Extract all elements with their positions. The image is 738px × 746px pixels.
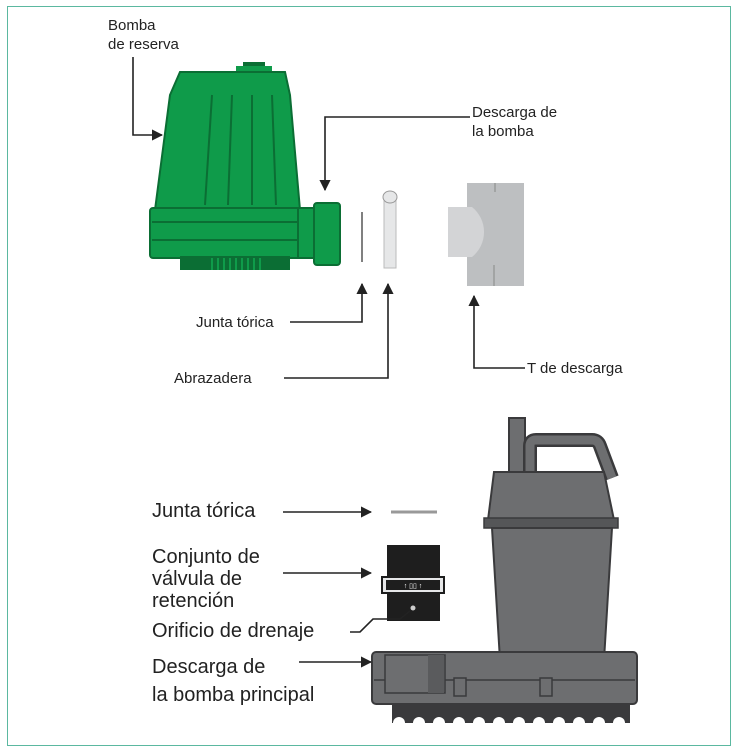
check-valve-label-line2: válvula de	[152, 568, 243, 590]
main-pump	[371, 417, 638, 729]
clamp-upper	[382, 190, 398, 269]
backup-pump-label-line1: Bomba	[108, 17, 156, 34]
pump-discharge-leader	[319, 116, 470, 192]
o-ring-upper-leader	[290, 282, 368, 323]
backup-pump-leader	[132, 57, 164, 141]
discharge-tee-label: T de descarga	[527, 360, 623, 377]
clamp-leader	[284, 282, 394, 379]
o-ring-lower-label: Junta tórica	[152, 500, 256, 522]
discharge-tee-leader	[468, 294, 525, 369]
backup-pump-label: Bomba de reserva	[108, 16, 179, 54]
clamp-label: Abrazadera	[174, 370, 252, 387]
o-ring-upper-label: Junta tórica	[196, 314, 274, 331]
check-valve-label-line1: Conjunto de	[152, 546, 260, 568]
pump-discharge-label-line2: la bomba	[472, 123, 534, 140]
svg-text:↑ ▯▯ ↑: ↑ ▯▯ ↑	[404, 583, 423, 590]
drain-hole-label: Orificio de drenaje	[152, 620, 315, 642]
main-discharge-label-line2: la bomba principal	[152, 684, 315, 706]
main-discharge-label-line1: Descarga de	[152, 656, 266, 678]
backup-pump	[149, 62, 341, 270]
drain-hole-leader	[350, 610, 411, 633]
pump-discharge-label-line1: Descarga de	[472, 104, 558, 121]
pump-discharge-label: Descarga de la bomba	[472, 103, 557, 141]
check-valve-assembly: ↑ ▯▯ ↑	[381, 545, 445, 621]
backup-pump-label-line2: de reserva	[108, 36, 179, 53]
main-discharge-label: Descarga de la bomba principal	[152, 656, 314, 706]
discharge-tee	[448, 183, 524, 286]
check-valve-label: Conjunto de válvula de retención	[152, 546, 260, 612]
check-valve-label-line3: retención	[152, 590, 235, 612]
